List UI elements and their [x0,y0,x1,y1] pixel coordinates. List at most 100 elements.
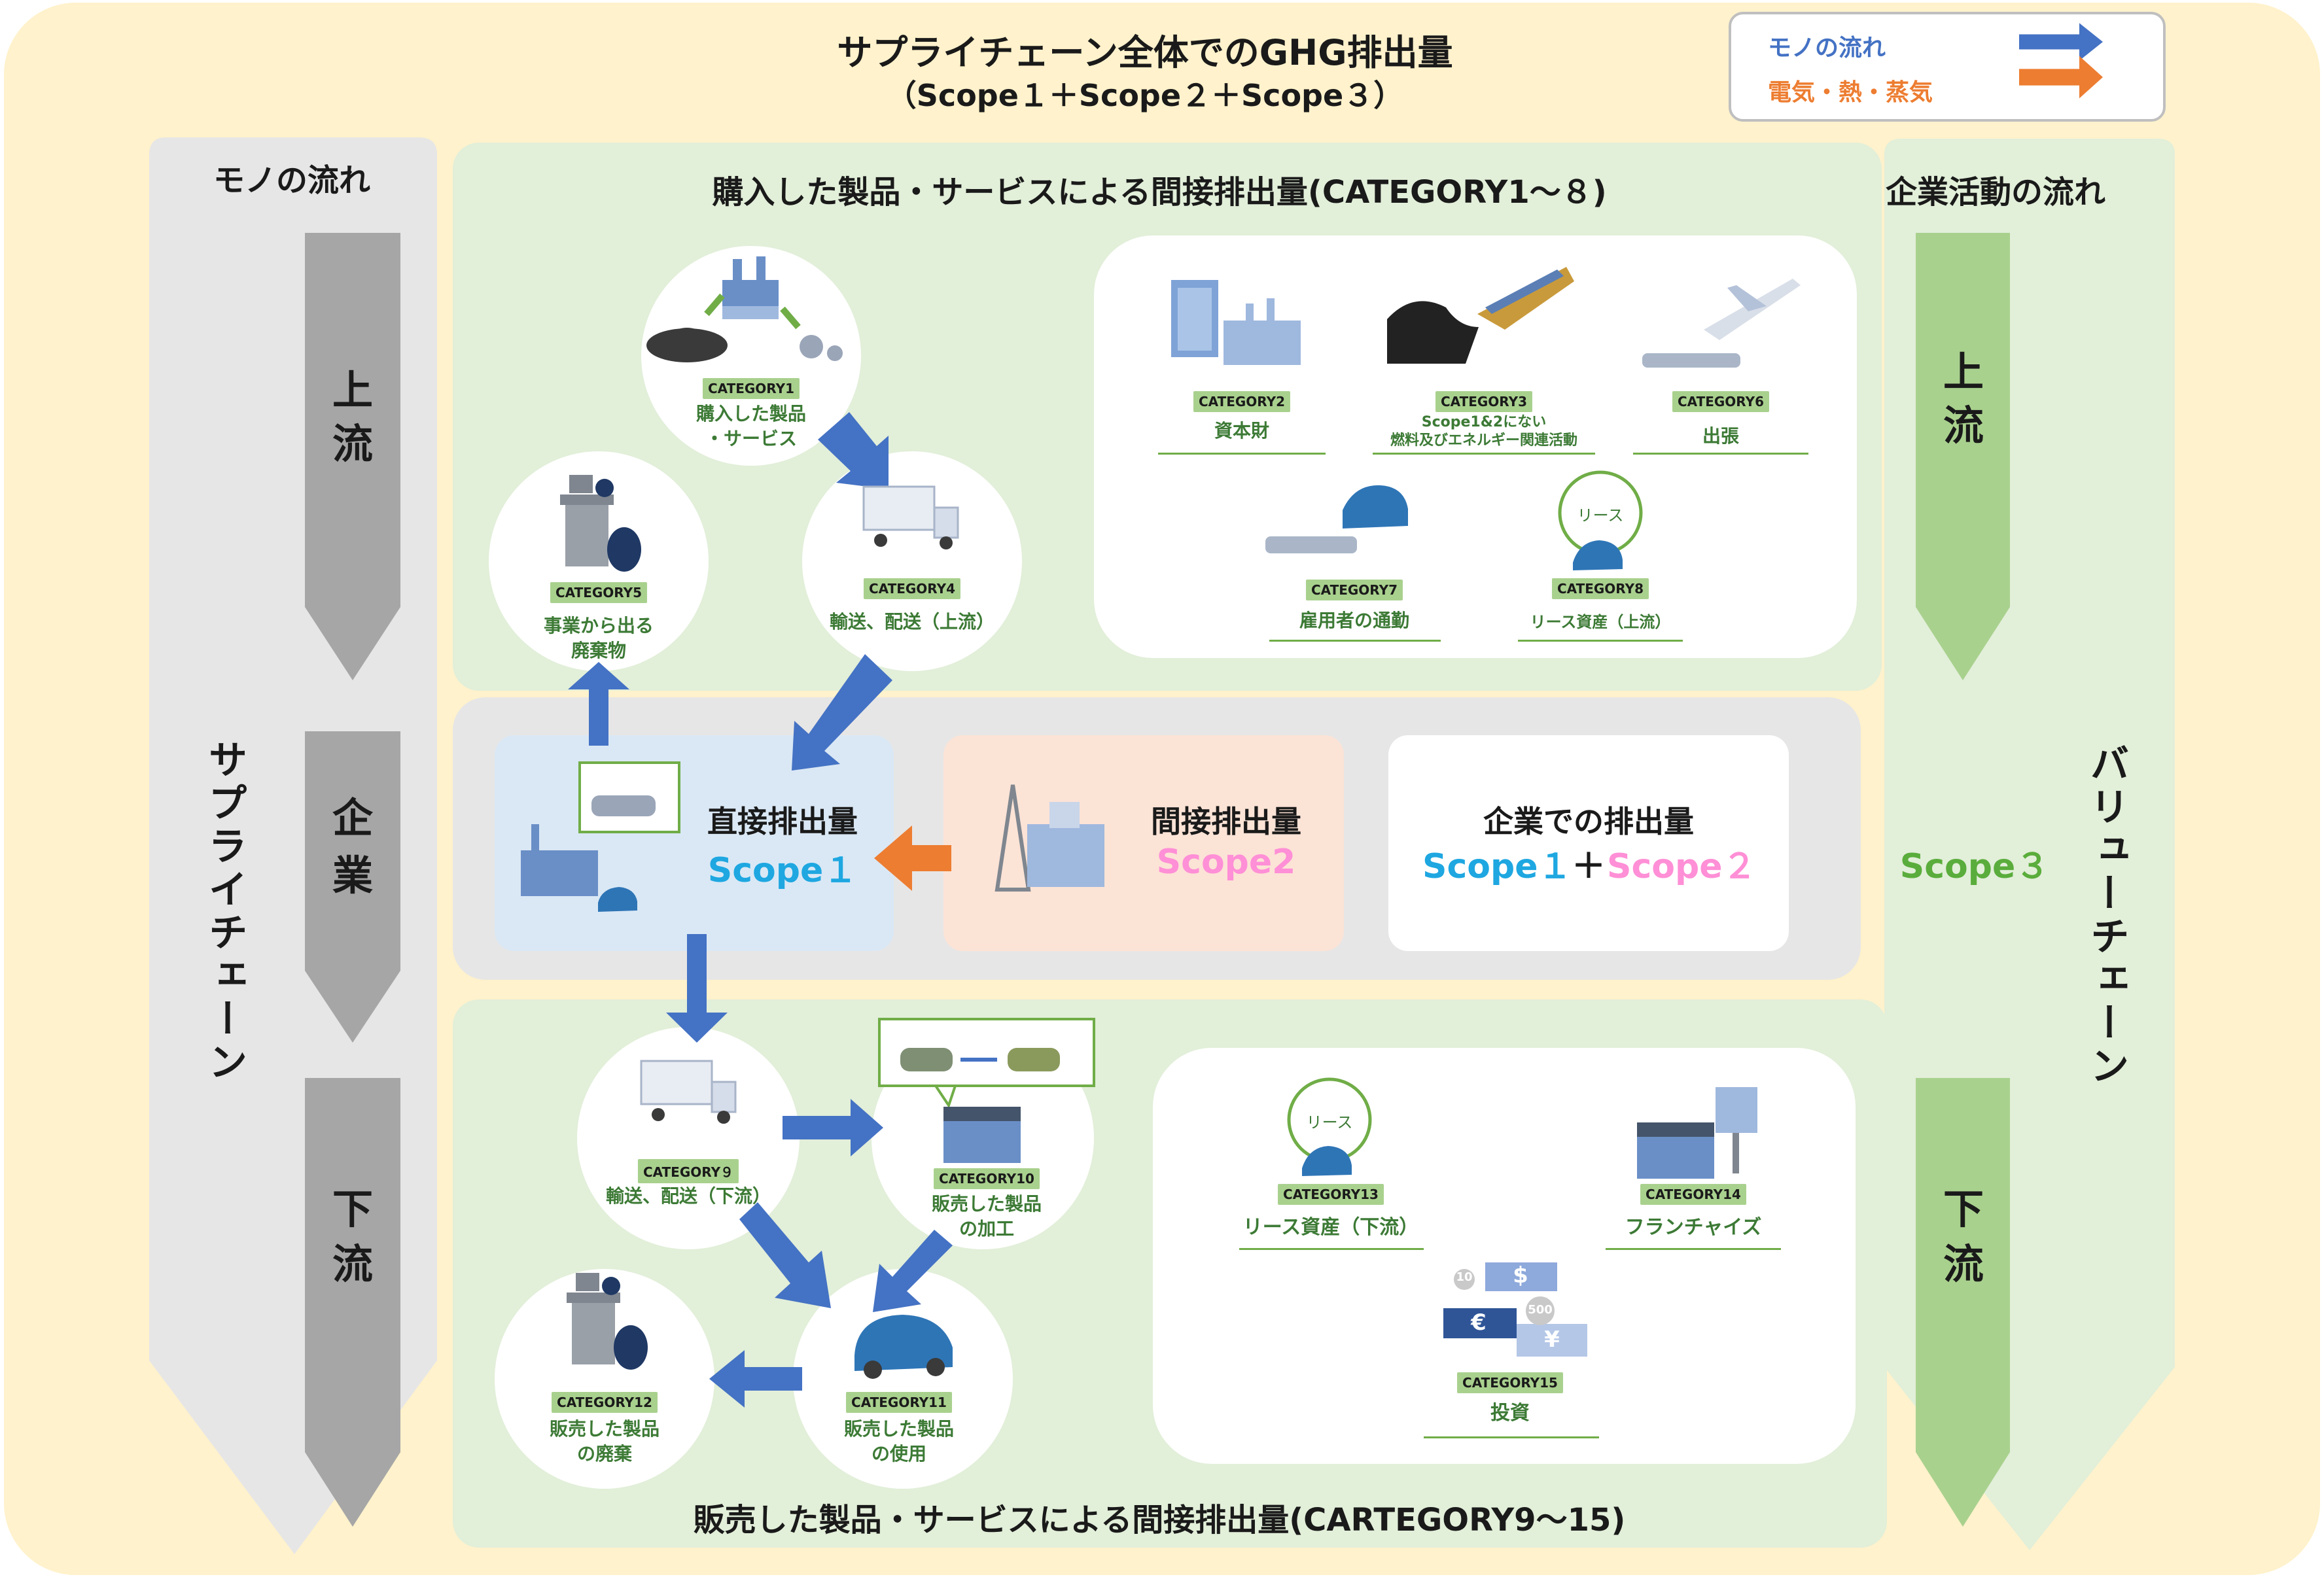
direct-title: 直接排出量 [707,804,858,839]
legend-energy-label: 電気・熱・蒸気 [1768,79,1933,106]
c10-processing-icon [878,1018,1095,1163]
company-total-plus: ＋ [1572,847,1606,886]
c9-circle [577,1027,800,1249]
c5-trash-icon [560,475,641,572]
c1-circle [641,246,861,466]
diagram-title: サプライチェーン全体でのGHG排出量 [837,32,1453,73]
flow-arrows [568,412,953,1408]
c4-tag: CATEGORY4 [863,578,961,599]
c13-tag: CATEGORY13 [1278,1184,1384,1205]
c11-label-line2: の使用 [871,1443,927,1465]
indirect-plant-icon [995,784,1104,892]
c1-label: 購入した製品 ・サービス [696,402,806,451]
value-chain-label: バリューチェーン [2083,743,2129,1088]
company-total-title: 企業での排出量 [1483,804,1694,839]
c12-label-line2: の廃棄 [576,1443,633,1465]
c8-badge: リース [1577,506,1624,525]
c5-label-line2: 廃棄物 [571,640,627,661]
c8-tag: CATEGORY8 [1551,578,1649,599]
arrow-energy-scope2 [874,825,951,891]
c15-currency-icon [1443,1262,1587,1357]
indirect-emission-box [943,735,1344,951]
c15-yen: ¥ [1544,1327,1560,1353]
c8-label: リース資産（上流） [1530,613,1671,631]
c4-label: 輸送、配送（上流） [829,611,995,633]
c13-lease-icon [1287,1077,1372,1176]
c15-dollar: $ [1513,1262,1528,1289]
left-company-char-1: 企 [332,794,373,842]
direct-factory-icon [521,761,680,912]
upstream-title: 購入した製品・サービスによる間接排出量(CATEGORY1～８) [712,174,1607,211]
c12-tag: CATEGORY12 [552,1392,658,1413]
c7-tag: CATEGORY7 [1305,580,1403,600]
c4-truck-icon [862,485,959,549]
c1-factory-icon [646,256,843,362]
c1-label-line2: ・サービス [705,428,798,449]
c13-label: リース資産（下流） [1242,1216,1419,1239]
arrow-company-c9 [666,934,728,1043]
scope3-label: Scope３ [1899,847,2050,886]
indirect-title: 間接排出量 [1151,804,1301,839]
arrow-c4-company [792,654,892,771]
arrow-c1-c4 [818,412,889,489]
c2-tag: CATEGORY2 [1193,391,1291,412]
c6-tag: CATEGORY6 [1672,391,1770,412]
c10-label-line2: の加工 [959,1218,1015,1240]
c9-label: 輸送、配送（下流） [605,1185,771,1207]
arrow-c9-c11 [739,1202,831,1308]
left-downstream-arrow [305,1078,400,1527]
c12-label-line1: 販売した製品 [549,1418,660,1440]
arrow-company-c5 [568,662,629,746]
right-upstream-arrow [1916,233,2010,680]
c15-euro: € [1471,1310,1487,1336]
right-header: 企業活動の流れ [1885,174,2106,211]
c10-label-line1: 販売した製品 [931,1193,1042,1215]
left-downstream-char-1: 下 [332,1185,373,1233]
c3-label-line2: 燃料及びエネルギー関連活動 [1390,432,1578,449]
c4-circle [802,451,1022,671]
left-upstream-char-2: 流 [332,420,373,468]
left-company-arrow [305,731,400,1043]
right-downstream-char-1: 下 [1943,1185,1984,1233]
c1-label-line1: 購入した製品 [695,403,807,425]
diagram-subtitle: （Scope１＋Scope２＋Scope３） [886,78,1404,113]
c1-tag: CATEGORY1 [702,378,800,399]
c8-lease-icon [1558,470,1643,570]
c5-label: 事業から出る 廃棄物 [544,614,654,663]
c10-tag: CATEGORY10 [934,1168,1040,1189]
company-total-scope2: Scope２ [1607,847,1757,886]
c12-circle [495,1269,714,1489]
arrow-c11-c12 [709,1350,802,1408]
c6-plane-icon [1642,279,1801,368]
left-downstream-char-2: 流 [332,1240,373,1288]
c3-label-line1: Scope1&2にない [1421,414,1547,430]
supply-chain-label: サプライチェーン [202,739,247,1084]
c7-underline [1269,640,1441,642]
left-header: モノの流れ [213,162,371,199]
arrow-c10-c11 [873,1230,953,1312]
c6-label: 出張 [1702,425,1740,447]
c15-coin-500: 500 [1528,1303,1553,1317]
left-upstream-char-1: 上 [332,366,373,414]
right-downstream-arrow [1916,1078,2010,1527]
c11-tag: CATEGORY11 [846,1392,952,1413]
indirect-scope: Scope2 [1156,842,1296,882]
c13-underline [1239,1248,1424,1250]
c14-tag: CATEGORY14 [1640,1184,1746,1205]
c10-label: 販売した製品 の加工 [932,1192,1042,1241]
c5-label-line1: 事業から出る [543,615,654,636]
c11-label-line1: 販売した製品 [843,1418,955,1440]
legend-goods-arrow [2019,23,2103,61]
c14-franchise-icon [1637,1087,1757,1179]
c14-label: フランチャイズ [1625,1216,1762,1239]
right-upstream-char-2: 流 [1943,402,1984,449]
c3-ship-icon [1387,267,1574,364]
c5-tag: CATEGORY5 [550,582,648,603]
c3-label: Scope1&2にない 燃料及びエネルギー関連活動 [1390,413,1577,450]
c13-badge: リース [1306,1113,1353,1132]
arrow-c9-c10 [783,1099,883,1156]
c6-underline [1633,453,1808,455]
c12-label: 販売した製品 の廃棄 [550,1417,660,1466]
